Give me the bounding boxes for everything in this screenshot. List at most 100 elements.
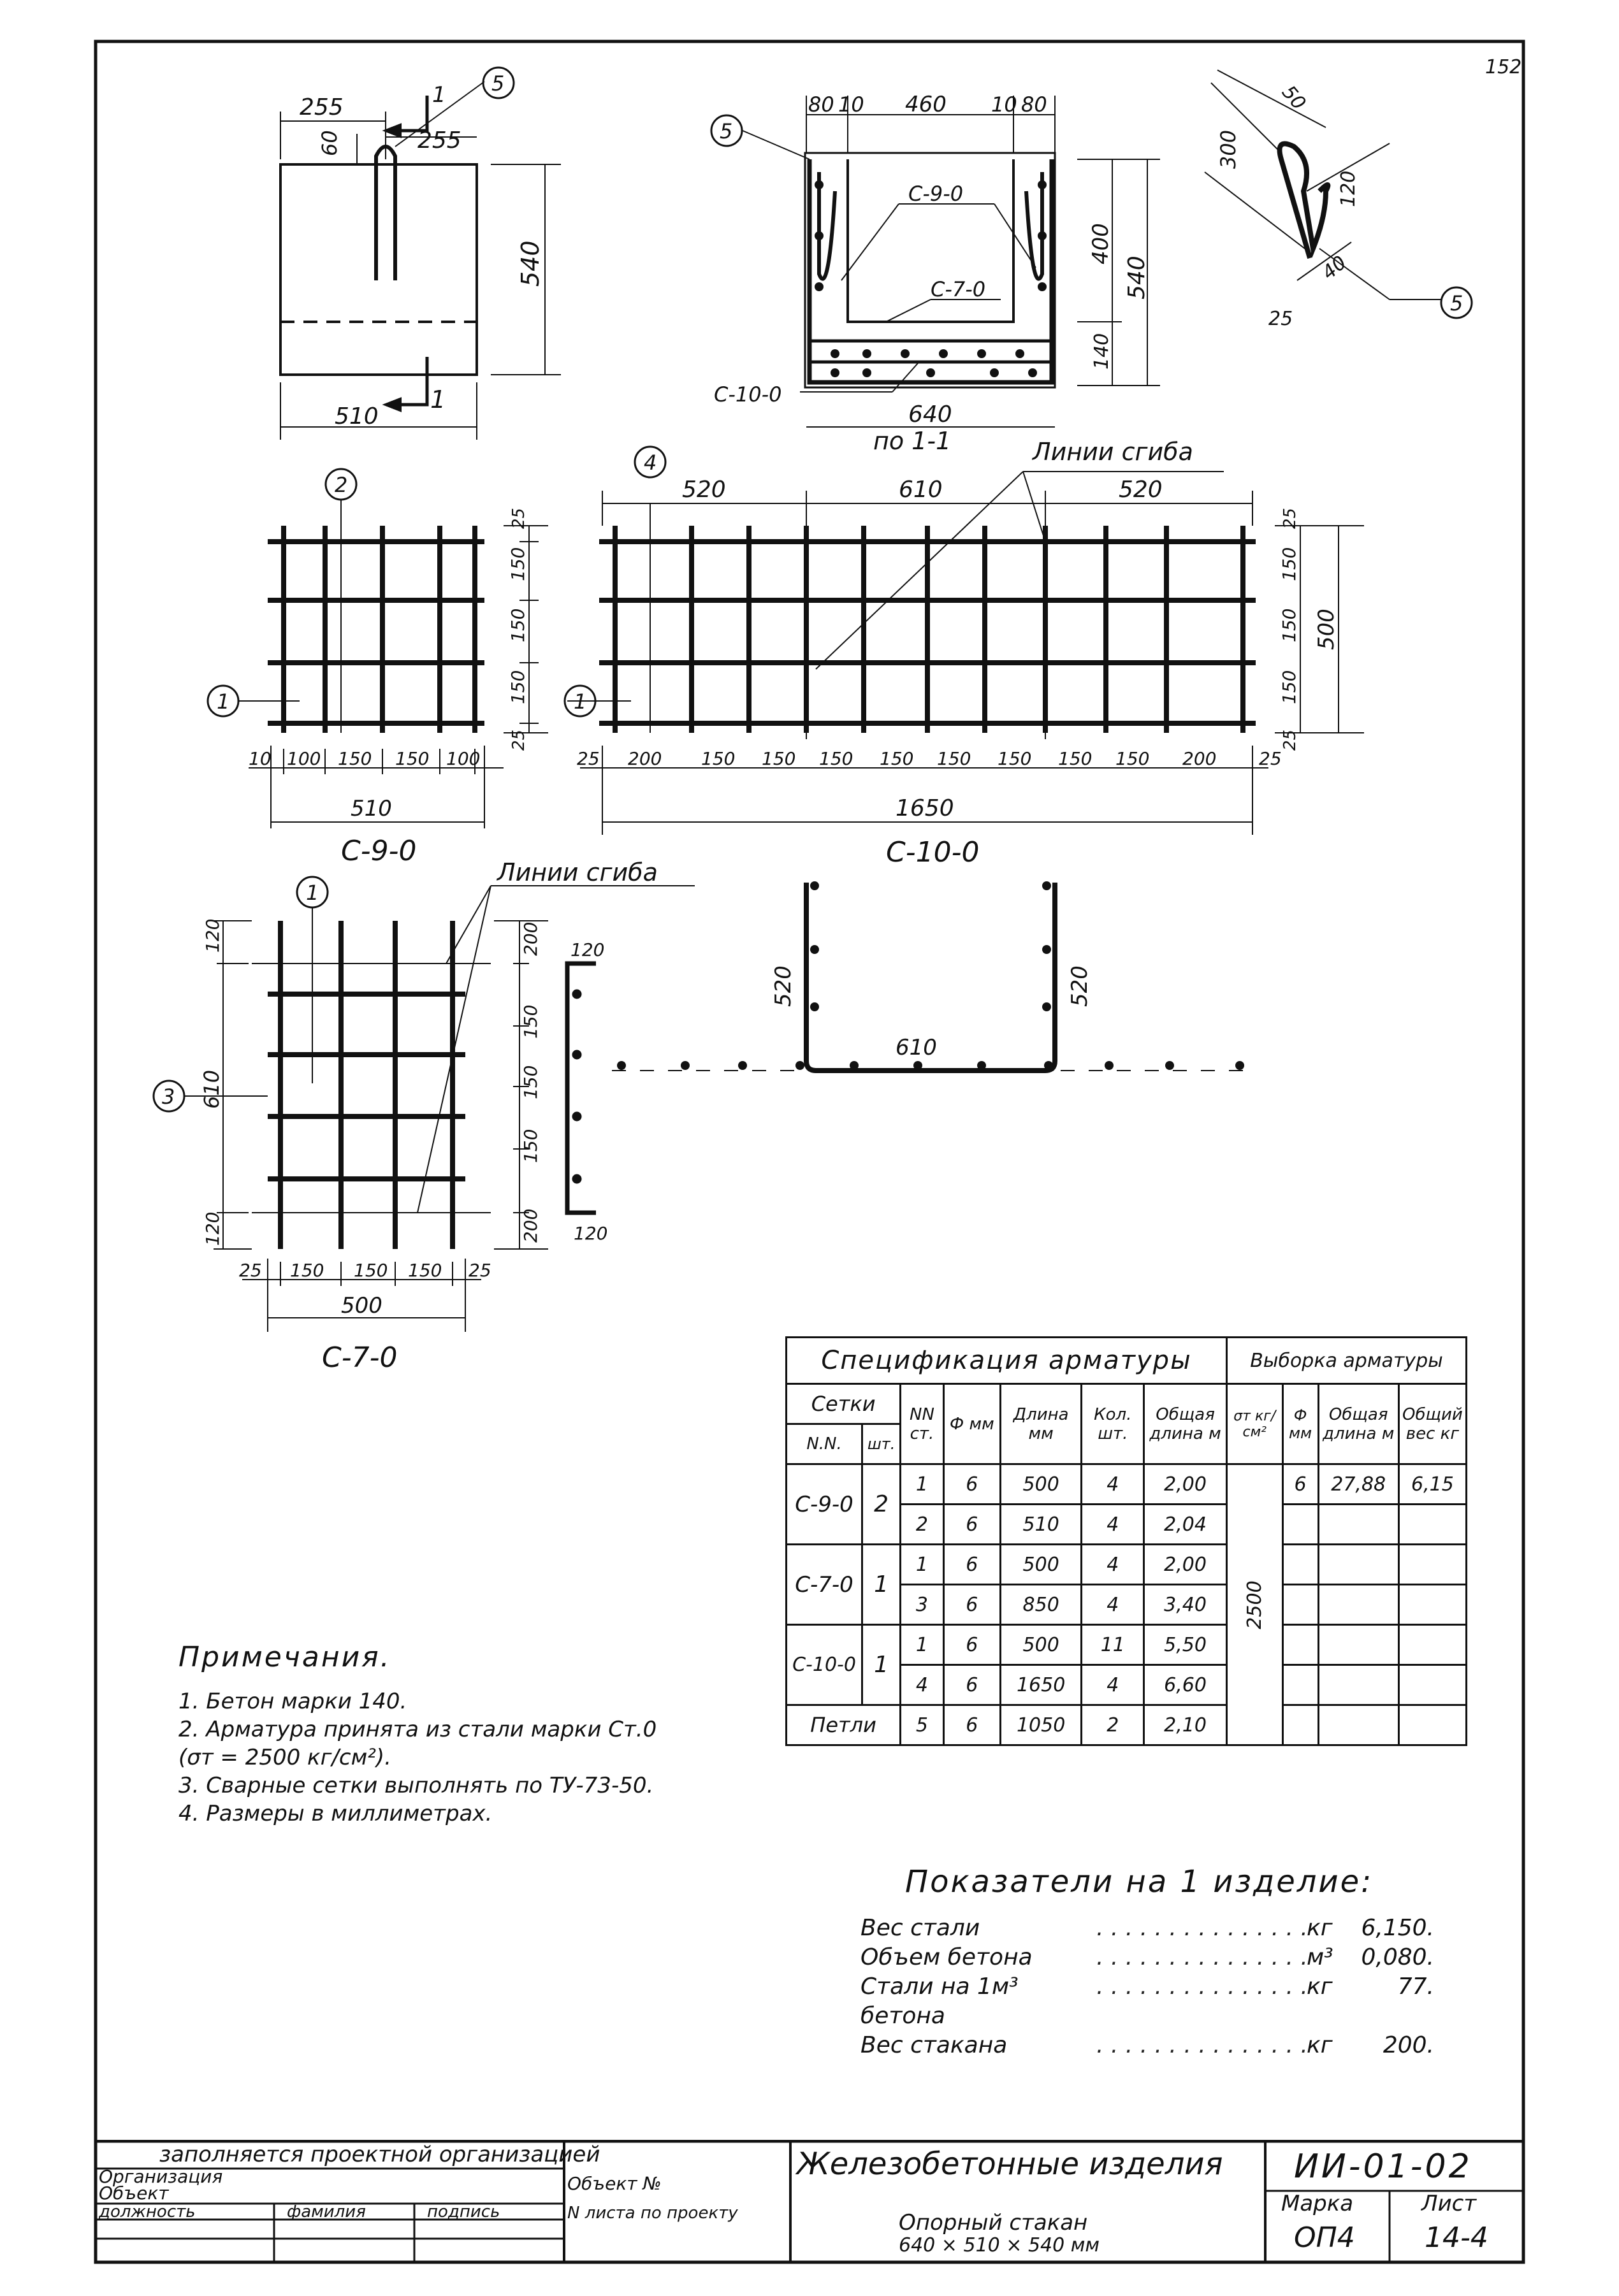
c7-end-top: 120 (570, 939, 604, 960)
loop-dim-300: 300 (1216, 130, 1240, 169)
tb-sheet: 14-4 (1425, 2221, 1488, 2254)
leader-dots: . . . . . . . . . . . . . . . . . . (1096, 1944, 1307, 1970)
spec-nn: 2 (899, 1503, 945, 1545)
indicator-unit: кг (1307, 1915, 1333, 1941)
sec-dim-80a: 80 (808, 92, 834, 117)
c9-callout-2: 2 (335, 473, 347, 497)
c10-bdim-3: 150 (762, 748, 795, 769)
c9-sdim-0: 25 (509, 508, 528, 529)
spec-len: 500 (999, 1463, 1083, 1505)
spec-cnt: 4 (1080, 1664, 1145, 1706)
indicator-label: Вес стали (860, 1915, 980, 1941)
spec-qty: 1 (861, 1624, 902, 1706)
indicator-value: 0,080. (1361, 1944, 1434, 1970)
tb-signature: подпись (427, 2202, 500, 2221)
c10-callout-1: 1 (574, 690, 586, 714)
c7-ldim-1: 610 (200, 1070, 224, 1109)
indicator-unit: кг (1307, 1974, 1333, 2000)
sec-dim-10b: 10 (991, 92, 1017, 117)
c9-name: С-9-0 (341, 835, 416, 867)
indicators-title: Показатели на 1 изделие: (905, 1864, 1374, 1900)
note-3: 3. Сварные сетки выполнять по ТУ-73-50. (178, 1773, 654, 1798)
c10-name: С-10-0 (886, 836, 979, 869)
spec-phi: 6 (942, 1584, 1001, 1626)
spec-nn: 3 (899, 1584, 945, 1626)
c7-bdim-3: 150 (408, 1260, 442, 1281)
indicator-unit: м³ (1307, 1944, 1333, 1970)
c10-total: 1650 (896, 795, 954, 821)
tb-mark-label: Марка (1281, 2191, 1354, 2216)
spec-net: Петли (785, 1704, 902, 1746)
table-row: 4 6 1650 4 6,60 (787, 1664, 1468, 1706)
tb-obj: Объект (99, 2183, 169, 2204)
c7-ldim-2: 120 (202, 1212, 223, 1246)
tb-position: должность (99, 2202, 196, 2221)
c7-callout-1: 1 (306, 881, 319, 905)
note-1: 1. Бетон марки 140. (178, 1689, 407, 1714)
spec-qty: 2 (861, 1463, 902, 1545)
spec-net: С-10-0 (785, 1624, 864, 1706)
table-row: С-9-0 2 1 6 500 4 2,00 2500 6 27,88 6,15 (785, 1463, 1468, 1746)
spec-total: 2,10 (1143, 1704, 1228, 1746)
tb-sheet-no: N листа по проекту (567, 2204, 738, 2223)
c9-bdim-0: 10 (249, 748, 272, 769)
sec-dim-540: 540 (1124, 256, 1150, 300)
spec-title: Спецификация арматуры (785, 1336, 1228, 1385)
spec-len: 850 (999, 1584, 1083, 1626)
spec-sel-len: 27,88 (1317, 1463, 1400, 1505)
note-4: 4. Размеры в миллиметрах. (178, 1801, 493, 1826)
spec-nn: 1 (899, 1463, 945, 1505)
net-c7 (152, 876, 695, 1332)
c7-rdim-2: 150 (520, 1065, 541, 1099)
spec-sigma-val: 2500 (1243, 1580, 1266, 1629)
section-caption: по 1-1 (873, 427, 951, 455)
spec-h-len: Длина мм (999, 1383, 1083, 1465)
c10-bdim-4: 150 (819, 748, 853, 769)
spec-net: С-7-0 (785, 1543, 864, 1626)
spec-phi: 6 (942, 1624, 1001, 1666)
spec-len: 510 (999, 1503, 1083, 1545)
indicator-unit: кг (1307, 2032, 1333, 2058)
spec-qty: 1 (861, 1543, 902, 1626)
spec-phi: 6 (942, 1463, 1001, 1505)
section-dots (815, 180, 1047, 377)
c10-bdim-0: 25 (577, 748, 600, 769)
spec-nn: 1 (899, 1624, 945, 1666)
c9-bdim-4: 100 (446, 748, 480, 769)
loop-dim-120: 120 (1337, 171, 1360, 207)
c10-sdim-1: 150 (1279, 547, 1300, 581)
note-2: 2. Арматура принята из стали марки Ст.0 (178, 1717, 657, 1742)
spec-total: 2,00 (1143, 1543, 1228, 1585)
indicators: Показатели на 1 изделие: Вес стали . . .… (860, 1864, 1434, 2060)
notes: Примечания. 1. Бетон марки 140. 2. Армат… (178, 1641, 752, 1828)
indicator-value: 77. (1397, 1974, 1434, 2000)
plan-dim-540: 540 (516, 240, 544, 287)
spec-h-cnt: Кол. шт. (1080, 1383, 1145, 1465)
spec-h-weight: Общий вес кг (1397, 1383, 1468, 1465)
c7-rdim-4: 200 (520, 1209, 541, 1243)
spec-cnt: 4 (1080, 1463, 1145, 1505)
spec-net: С-9-0 (785, 1463, 864, 1545)
indicator-row: Объем бетона . . . . . . . . . . . . . .… (860, 1943, 1434, 1972)
spec-h-mark: N.N. (785, 1423, 864, 1465)
c7-rdim-1: 150 (520, 1005, 541, 1039)
leader-dots: . . . . . . . . . . . . . . . . . . (1096, 1974, 1307, 2000)
c10-bdim-5: 150 (880, 748, 913, 769)
note-2-cont: (σт = 2500 кг/см²). (178, 1745, 391, 1770)
c7-total: 500 (341, 1293, 382, 1318)
c9-sdim-4: 25 (509, 730, 528, 751)
spec-h-nets: Сетки (785, 1383, 902, 1425)
spec-len: 1050 (999, 1704, 1083, 1746)
spec-total: 2,04 (1143, 1503, 1228, 1545)
spec-phi: 6 (942, 1503, 1001, 1545)
c10-fold-label: Линии сгиба (1031, 438, 1193, 466)
indicator-label: Вес стакана (860, 2032, 1008, 2058)
sec-dim-400: 400 (1088, 223, 1114, 264)
spec-h-total: Общая длина м (1143, 1383, 1228, 1465)
bent-right: 520 (1067, 965, 1093, 1007)
c10-tdim-0: 520 (682, 477, 726, 503)
spec-table: Спецификация арматуры Выборка арматуры С… (785, 1336, 1468, 1746)
c7-bdim-4: 25 (468, 1260, 491, 1281)
loop-detail (1204, 69, 1473, 319)
